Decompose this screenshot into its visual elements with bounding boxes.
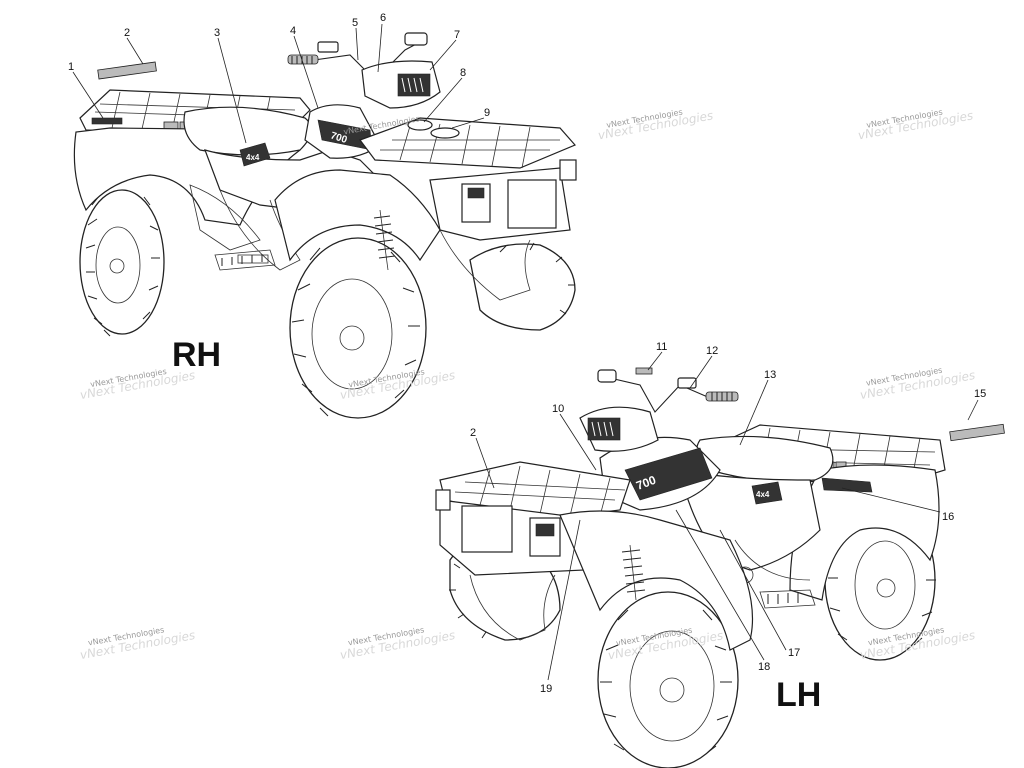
callout-7: 7 bbox=[454, 29, 460, 41]
callouts: 1 2 3 4 5 6 7 8 9 10 11 12 13 2 15 16 17… bbox=[68, 12, 986, 695]
view-label-rh: RH bbox=[172, 336, 221, 374]
callout-5: 5 bbox=[352, 17, 358, 29]
callout-19: 19 bbox=[540, 683, 552, 695]
callout-11: 11 bbox=[656, 341, 667, 353]
atv-rh-view: 4x4 700 bbox=[73, 32, 577, 419]
callout-8: 8 bbox=[460, 67, 466, 79]
callout-4: 4 bbox=[290, 25, 296, 37]
callout-12: 12 bbox=[706, 345, 718, 357]
callout-18: 18 bbox=[758, 661, 770, 673]
callout-13: 13 bbox=[764, 369, 776, 381]
leader-lines bbox=[72, 23, 1005, 681]
callout-1: 1 bbox=[68, 61, 74, 73]
callout-9: 9 bbox=[484, 107, 490, 119]
callout-2-lh: 2 bbox=[470, 427, 476, 439]
callout-17: 17 bbox=[788, 647, 800, 659]
lh-model-text: 700 bbox=[634, 473, 658, 493]
callout-16: 16 bbox=[942, 511, 954, 523]
callout-15: 15 bbox=[974, 388, 986, 400]
callout-3: 3 bbox=[214, 27, 220, 39]
lh-badge-text: 4x4 bbox=[756, 490, 770, 499]
atv-lh-view: 4x4 700 bbox=[435, 367, 946, 768]
rh-badge-text: 4x4 bbox=[246, 153, 260, 162]
callout-2-rh: 2 bbox=[124, 27, 130, 39]
view-label-lh: LH bbox=[776, 676, 821, 714]
callout-10: 10 bbox=[552, 403, 564, 415]
callout-6: 6 bbox=[380, 12, 386, 24]
rh-model-text: 700 bbox=[329, 130, 349, 146]
